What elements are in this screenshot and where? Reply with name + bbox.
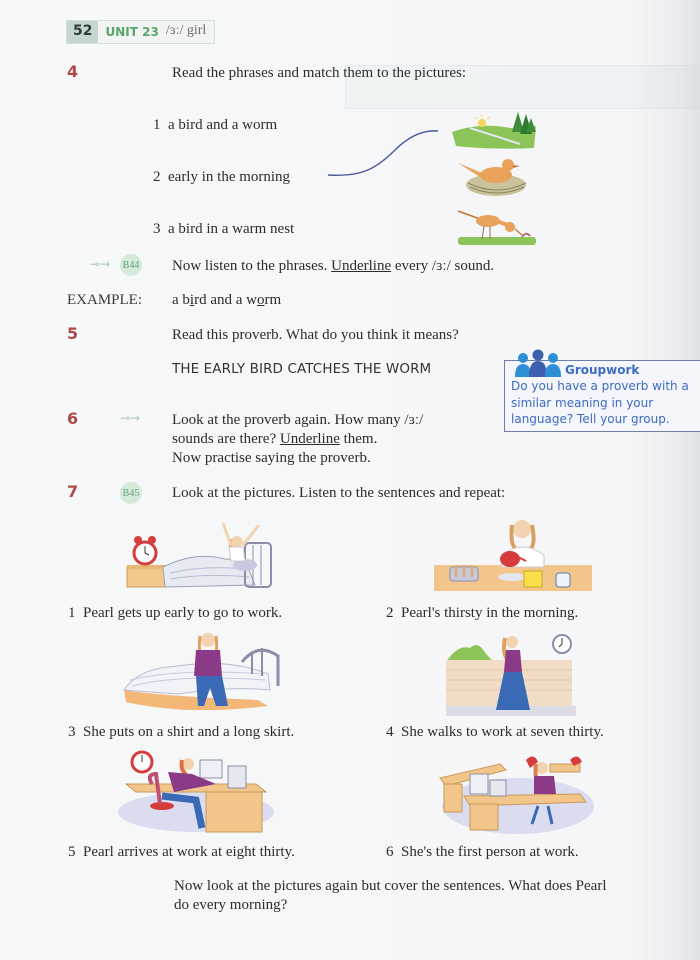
followup-line-1: Now look at the pictures again but cover… — [174, 878, 607, 894]
exercise-6-line-2: sounds are there? Underline them. — [172, 430, 377, 449]
phrase-3: 3 a bird in a warm nest — [153, 220, 294, 239]
sentence-number: 2 — [386, 605, 394, 621]
phrase-text: early in the morning — [168, 169, 291, 185]
exercise-4-number: 4 — [67, 62, 79, 81]
text: rm — [264, 292, 282, 308]
sentence-number: 4 — [386, 724, 394, 740]
sentence-2: 2 Pearl's thirsty in the morning. — [386, 604, 578, 623]
unit-header: 52 UNIT 23 /ɜː/ girl — [66, 20, 216, 44]
sentence-text: Pearl's thirsty in the morning. — [401, 605, 579, 621]
picture-getting-dressed — [123, 633, 280, 711]
bird-eating-worm-picture — [457, 210, 536, 245]
phrase-text: a bird and a worm — [168, 117, 278, 133]
followup-line-2: do every morning? — [174, 897, 288, 913]
picture-pouring-tea — [434, 520, 592, 591]
text: sounds are there? — [172, 431, 280, 447]
page-number: 52 — [67, 21, 99, 43]
sentence-number: 6 — [386, 844, 394, 860]
exercise-5-instruction: Read this proverb. What do you think it … — [172, 327, 459, 343]
sentence-number: 3 — [68, 724, 76, 740]
sentence-3: 3 She puts on a shirt and a long skirt. — [68, 723, 294, 742]
exercise-6-line-1: Look at the proverb again. How many /ɜː/ — [172, 412, 424, 428]
answer-key-icon: ⊸→ — [120, 411, 141, 425]
example-phrase: a bird and a worm — [172, 291, 281, 310]
underlined-letter: o — [257, 292, 265, 308]
show-through-ghost — [345, 65, 700, 109]
groupwork-text: Do you have a proverb with a similar mea… — [511, 379, 689, 426]
sentence-4: 4 She walks to work at seven thirty. — [386, 723, 604, 742]
phrase-number: 3 — [153, 221, 161, 237]
exercise-6-number: 6 — [67, 409, 79, 428]
groupwork-box: Groupwork Do you have a proverb with a s… — [504, 349, 700, 432]
picture-walking-to-work — [446, 634, 576, 716]
exercise-4-instruction: Read the phrases and match them to the p… — [172, 65, 467, 81]
listen-instruction: Now listen to the phrases. Underline eve… — [172, 257, 494, 276]
audio-track-icon[interactable]: B44 — [120, 254, 142, 276]
audio-track-icon[interactable]: B45 — [120, 482, 142, 504]
bird-in-nest-picture — [458, 159, 527, 196]
underlined-word: Underline — [279, 431, 340, 447]
sentence-text: She puts on a shirt and a long skirt. — [83, 724, 295, 740]
picture-arriving-at-work — [118, 750, 274, 833]
exercise-5-number: 5 — [67, 324, 79, 343]
text: a b — [172, 292, 190, 308]
sunrise-landscape-picture — [452, 112, 536, 149]
answer-key-icon: ⊸→ — [90, 257, 111, 271]
text: them. — [339, 431, 378, 447]
sentence-1: 1 Pearl gets up early to go to work. — [68, 604, 282, 623]
text: every /ɜː/ sound. — [391, 258, 495, 274]
underlined-word: Underline — [331, 258, 392, 274]
sentence-text: She walks to work at seven thirty. — [401, 724, 604, 740]
text: Now listen to the phrases. — [172, 258, 332, 274]
audio-track-label: B45 — [122, 487, 140, 499]
group-people-icon — [515, 349, 561, 377]
picture-waking-up — [126, 522, 272, 588]
underlined-letter: i — [189, 292, 195, 308]
phrase-2: 2 early in the morning — [153, 168, 290, 187]
phrase-number: 2 — [153, 169, 161, 185]
exercise-7-instruction: Look at the pictures. Listen to the sent… — [172, 485, 506, 501]
phrase-text: a bird in a warm nest — [168, 221, 295, 237]
sentence-text: She's the first person at work. — [401, 844, 579, 860]
groupwork-title: Groupwork — [565, 363, 640, 377]
phrase-1: 1 a bird and a worm — [153, 116, 277, 135]
proverb: THE EARLY BIRD CATCHES THE WORM — [172, 361, 432, 377]
sentence-5: 5 Pearl arrives at work at eight thirty. — [68, 843, 295, 862]
unit-phoneme-title: /ɜː/ girl — [165, 23, 207, 38]
sentence-number: 5 — [68, 844, 76, 860]
match-line — [327, 130, 439, 177]
sentence-number: 1 — [68, 605, 76, 621]
exercise-6-line-3: Now practise saying the proverb. — [172, 450, 371, 466]
sentence-6: 6 She's the first person at work. — [386, 843, 579, 862]
text: rd and a w — [194, 292, 257, 308]
unit-label: UNIT 23 — [105, 25, 159, 39]
phrase-number: 1 — [153, 117, 161, 133]
picture-first-at-work — [439, 756, 594, 834]
sentence-text: Pearl arrives at work at eight thirty. — [83, 844, 295, 860]
exercise-7-number: 7 — [67, 482, 79, 501]
example-label: EXAMPLE: — [67, 292, 142, 308]
sentence-text: Pearl gets up early to go to work. — [83, 605, 283, 621]
audio-track-label: B44 — [122, 259, 140, 271]
